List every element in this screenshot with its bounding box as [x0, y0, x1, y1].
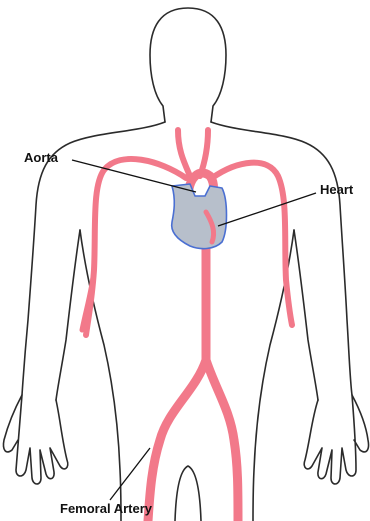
heart-label: Heart	[320, 183, 353, 196]
inner-arm-right	[294, 230, 318, 400]
crotch-outline	[175, 466, 201, 521]
femoral-artery-label: Femoral Artery	[60, 502, 152, 515]
inner-arm-left	[56, 230, 80, 400]
left-carotid-artery	[178, 130, 190, 176]
torso-right-outline	[211, 122, 352, 395]
heart-leader-line	[218, 193, 316, 226]
femoral-leader-line	[110, 448, 150, 500]
right-femoral-artery	[206, 360, 238, 521]
aorta-label: Aorta	[24, 151, 58, 164]
right-hand	[304, 395, 368, 484]
waist-left	[80, 230, 121, 521]
right-arm-artery	[212, 163, 292, 325]
heart-shape	[172, 184, 227, 249]
head-outline	[150, 8, 226, 122]
left-hand	[3, 395, 67, 484]
